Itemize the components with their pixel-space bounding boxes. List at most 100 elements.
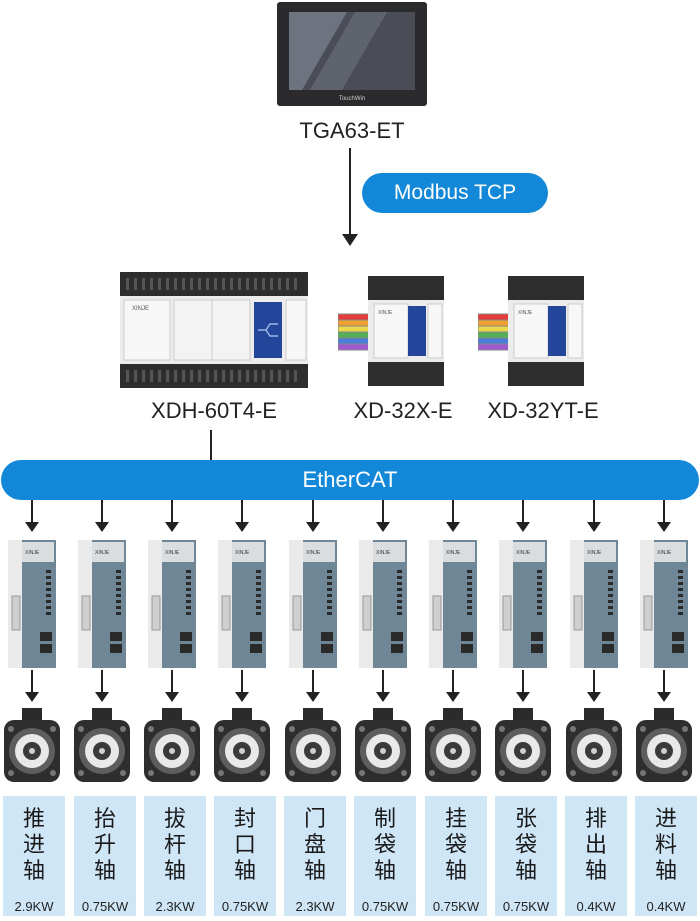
ethercat-bus: EtherCAT: [1, 460, 699, 500]
down-arrow-icon: [376, 692, 390, 702]
down-arrow-icon: [657, 522, 671, 532]
hmi-model-label: TGA63-ET: [299, 118, 405, 143]
expansion-yt-label: XD-32YT-E: [487, 398, 599, 423]
svg-text:XINJE: XINJE: [518, 310, 533, 316]
down-arrow-icon: [235, 692, 249, 702]
servo-motor: [495, 708, 551, 782]
svg-text:XINJE: XINJE: [516, 550, 531, 556]
axis-label-box: 排出轴 0.4KW: [565, 796, 627, 916]
bus-to-drive-line: [312, 500, 314, 524]
bus-to-drive-line: [241, 500, 243, 524]
svg-text:TouchWin: TouchWin: [339, 96, 365, 102]
svg-text:XINJE: XINJE: [306, 550, 321, 556]
svg-text:XINJE: XINJE: [376, 550, 391, 556]
expansion-x-label: XD-32X-E: [353, 398, 453, 423]
drive-to-motor-line: [452, 670, 454, 694]
plc-main-unit: XINJE: [120, 272, 308, 388]
down-arrow-icon: [587, 522, 601, 532]
axis-name: 进料轴: [654, 806, 677, 883]
down-arrow-icon: [446, 522, 460, 532]
svg-text:XINJE: XINJE: [446, 550, 461, 556]
axis-power: 2.3KW: [155, 899, 195, 914]
servo-motor: [144, 708, 200, 782]
drive-to-motor-line: [31, 670, 33, 694]
plc-to-bus-line: [210, 430, 212, 462]
bus-to-drive-line: [171, 500, 173, 524]
servo-motor: [74, 708, 130, 782]
plc-main-label: XDH-60T4-E: [151, 398, 277, 423]
servo-drive: XINJE: [640, 540, 688, 668]
down-arrow-icon: [587, 692, 601, 702]
down-arrow-icon: [342, 234, 358, 246]
svg-text:XINJE: XINJE: [165, 550, 180, 556]
servo-motor: [285, 708, 341, 782]
down-arrow-icon: [25, 692, 39, 702]
servo-drive: XINJE: [8, 540, 56, 668]
servo-drive: XINJE: [570, 540, 618, 668]
servo-motor: [636, 708, 692, 782]
servo-motor: [425, 708, 481, 782]
axis-name: 排出轴: [584, 806, 607, 883]
axis-name: 制袋轴: [373, 806, 396, 883]
down-arrow-icon: [516, 692, 530, 702]
servo-motor: [4, 708, 60, 782]
servo-drive: XINJE: [78, 540, 126, 668]
drive-to-motor-line: [593, 670, 595, 694]
drive-to-motor-line: [663, 670, 665, 694]
down-arrow-icon: [306, 692, 320, 702]
bus-to-drive-line: [663, 500, 665, 524]
axis-label-box: 推进轴 2.9KW: [3, 796, 65, 916]
drive-to-motor-line: [382, 670, 384, 694]
axis-name: 挂袋轴: [444, 806, 467, 883]
axis-name: 张袋轴: [514, 806, 537, 883]
servo-drive: XINJE: [499, 540, 547, 668]
bus-to-drive-line: [522, 500, 524, 524]
bus-to-drive-line: [382, 500, 384, 524]
axis-power: 0.4KW: [646, 899, 686, 914]
axis-power: 2.9KW: [14, 899, 54, 914]
bus-to-drive-line: [593, 500, 595, 524]
bus-to-drive-line: [31, 500, 33, 524]
axis-label-box: 进料轴 0.4KW: [635, 796, 697, 916]
drive-to-motor-line: [522, 670, 524, 694]
expansion-module-x: XINJE: [338, 276, 444, 386]
svg-text:XINJE: XINJE: [25, 550, 40, 556]
axis-power: 0.75KW: [361, 899, 409, 914]
axis-name: 抬升轴: [93, 806, 116, 883]
axis-power: 0.75KW: [502, 899, 550, 914]
axis-label-box: 张袋轴 0.75KW: [495, 796, 557, 916]
down-arrow-icon: [95, 522, 109, 532]
down-arrow-icon: [446, 692, 460, 702]
servo-drive: XINJE: [218, 540, 266, 668]
axis-name: 门盘轴: [303, 806, 326, 883]
axis-power: 0.4KW: [576, 899, 616, 914]
servo-drive: XINJE: [148, 540, 196, 668]
servo-motor: [566, 708, 622, 782]
servo-motor: [355, 708, 411, 782]
hmi-to-plc-line: [349, 148, 351, 236]
bus-to-drive-line: [452, 500, 454, 524]
down-arrow-icon: [657, 692, 671, 702]
down-arrow-icon: [376, 522, 390, 532]
axis-name: 推进轴: [22, 806, 45, 883]
servo-motor: [214, 708, 270, 782]
down-arrow-icon: [165, 692, 179, 702]
axis-power: 0.75KW: [221, 899, 269, 914]
drive-to-motor-line: [101, 670, 103, 694]
bus-to-drive-line: [101, 500, 103, 524]
expansion-module-yt: XINJE: [478, 276, 584, 386]
down-arrow-icon: [306, 522, 320, 532]
hmi-panel: TouchWin: [277, 2, 427, 106]
svg-text:XINJE: XINJE: [378, 310, 393, 316]
drive-to-motor-line: [241, 670, 243, 694]
svg-text:XINJE: XINJE: [235, 550, 250, 556]
svg-text:XINJE: XINJE: [95, 550, 110, 556]
down-arrow-icon: [165, 522, 179, 532]
down-arrow-icon: [516, 522, 530, 532]
svg-text:XINJE: XINJE: [657, 550, 672, 556]
modbus-tcp-badge: Modbus TCP: [362, 173, 548, 213]
svg-text:XINJE: XINJE: [587, 550, 602, 556]
